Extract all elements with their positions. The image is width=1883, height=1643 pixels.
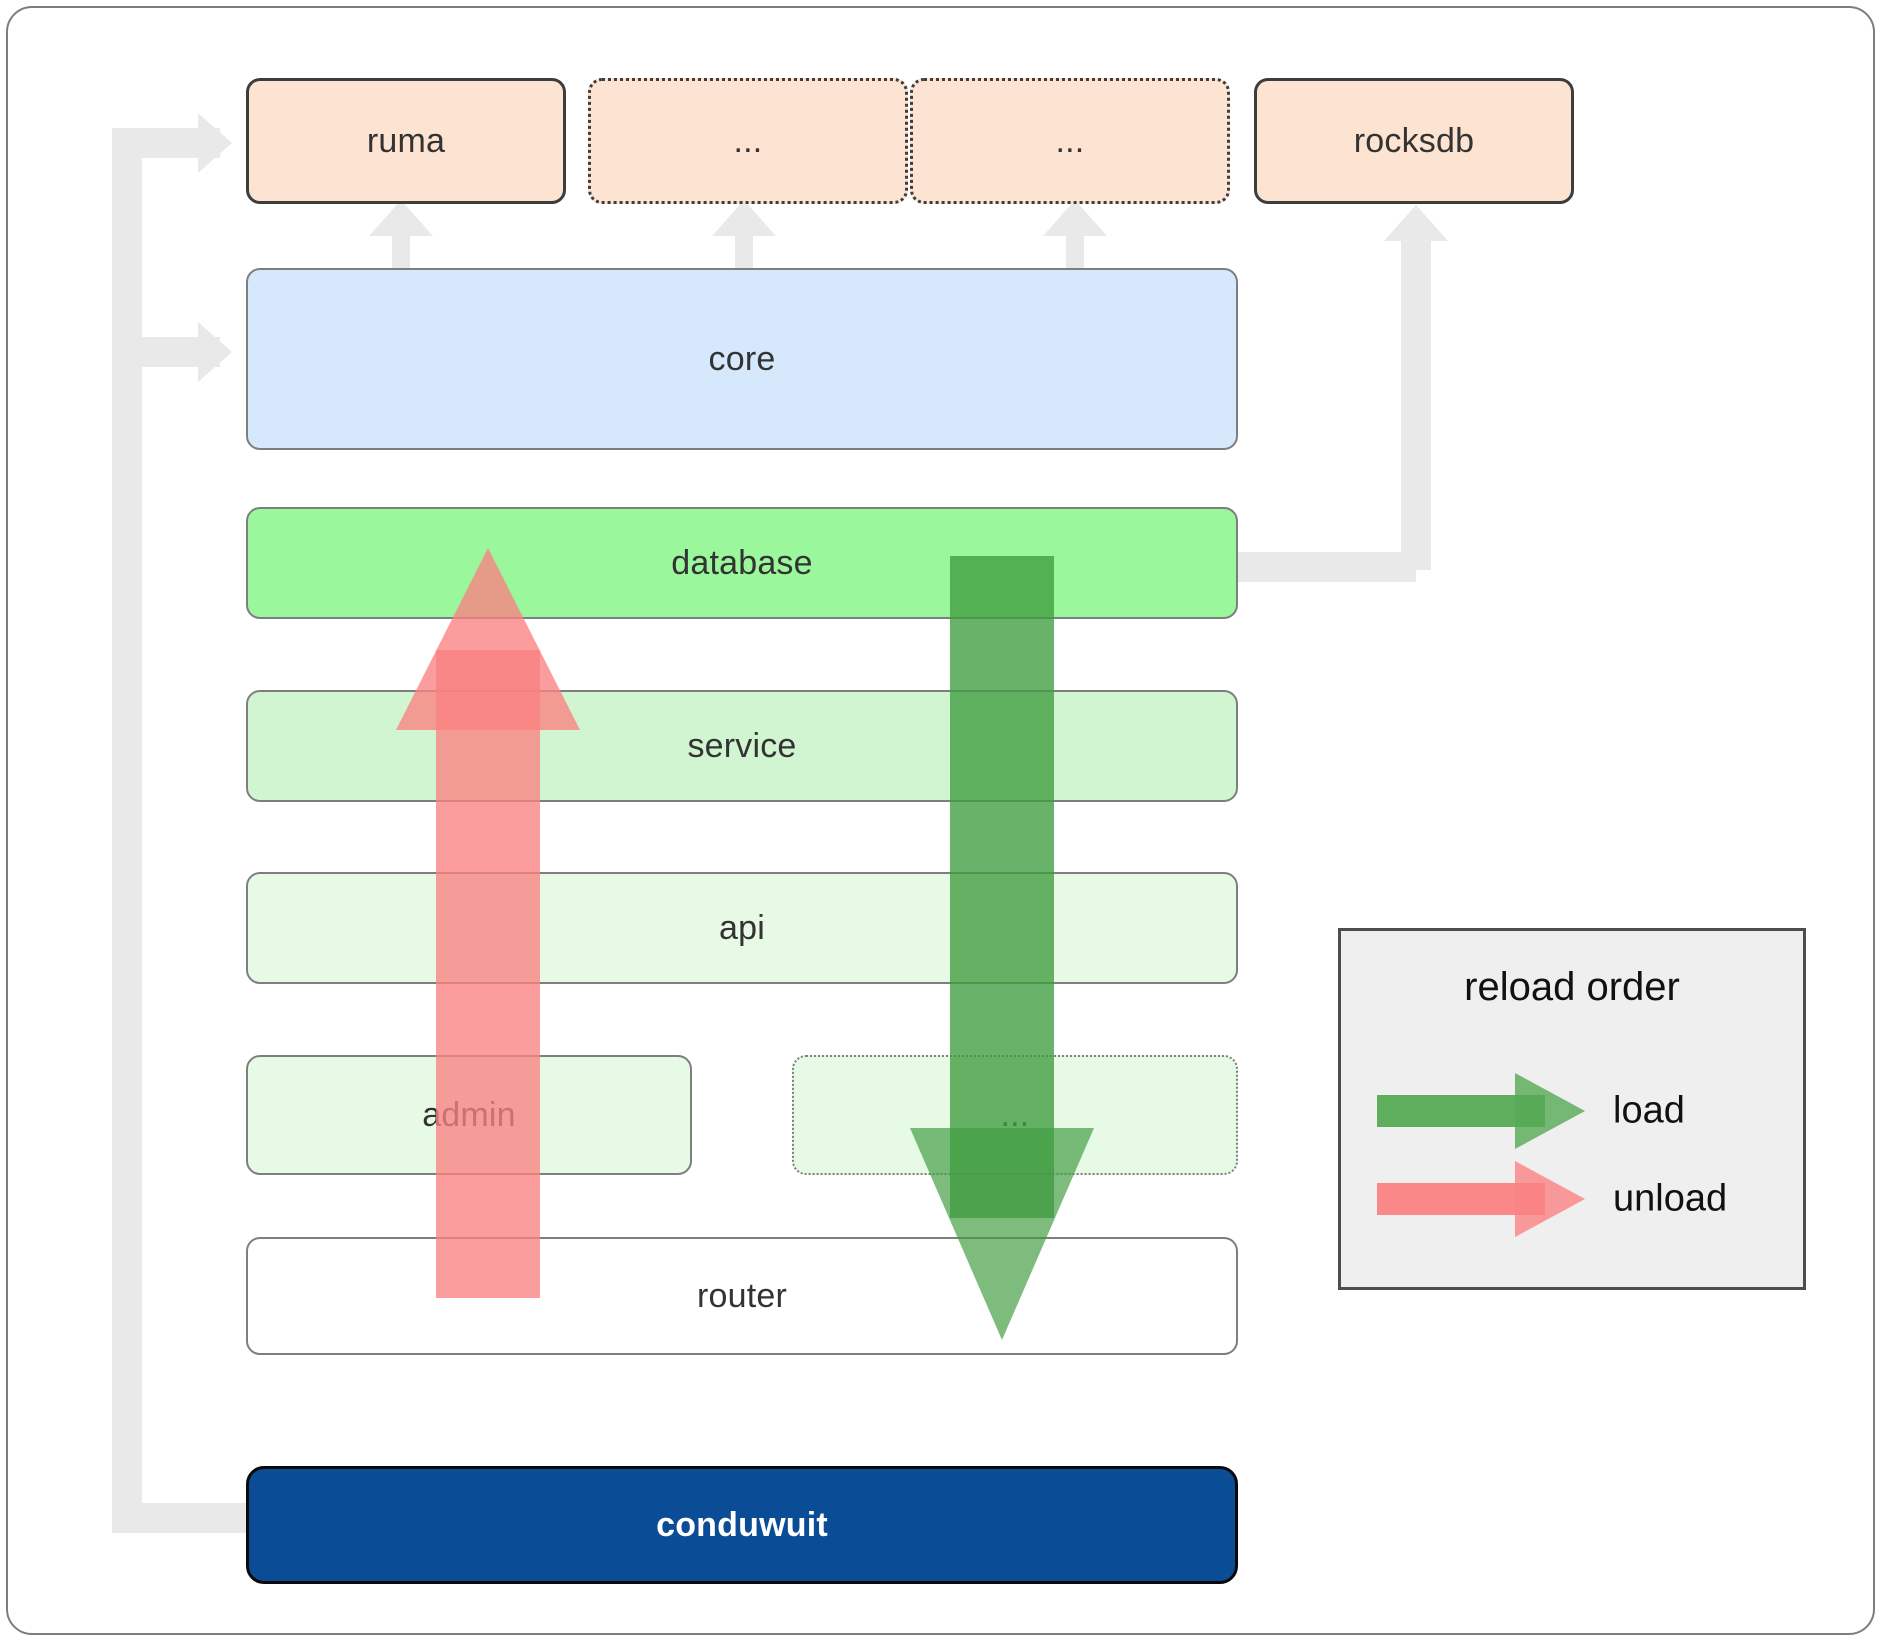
node-rocksdb[interactable]: rocksdb — [1254, 78, 1574, 204]
node-service-label: service — [687, 726, 797, 765]
node-rocksdb-label: rocksdb — [1353, 121, 1475, 160]
connector-core-to-dots2-stem — [1066, 228, 1084, 270]
unload-arrow-overlay — [388, 540, 588, 1320]
node-dots-top-1[interactable]: ... — [588, 78, 908, 204]
connector-database-to-rocksdb-h — [1236, 552, 1416, 582]
connector-database-to-rocksdb-v — [1401, 240, 1431, 570]
connector-core-to-ruma-stem — [392, 228, 410, 270]
load-arrow-overlay — [902, 556, 1102, 1348]
connector-core-to-dots1-head — [712, 200, 776, 236]
connector-arrowhead-rocksdb — [1384, 205, 1448, 241]
node-dots-top-2[interactable]: ... — [910, 78, 1230, 204]
node-core[interactable]: core — [246, 268, 1238, 450]
connector-core-to-dots2-head — [1043, 200, 1107, 236]
node-core-label: core — [708, 339, 776, 378]
node-router-label: router — [696, 1276, 788, 1315]
node-dots-top-1-label: ... — [733, 121, 763, 160]
load-arrow-icon — [1377, 1071, 1597, 1151]
legend-label-unload: unload — [1613, 1177, 1728, 1220]
connector-arrowhead-core — [198, 322, 232, 382]
legend-title: reload order — [1464, 965, 1680, 1009]
legend-item-load: load — [1341, 1071, 1803, 1151]
node-conduwuit[interactable]: conduwuit — [246, 1466, 1238, 1584]
node-ruma-label: ruma — [366, 121, 446, 160]
unload-arrow-icon — [1377, 1159, 1597, 1239]
connector-core-to-ruma-head — [369, 200, 433, 236]
node-conduwuit-label: conduwuit — [656, 1505, 828, 1544]
node-api-label: api — [719, 908, 765, 947]
node-router[interactable]: router — [246, 1237, 1238, 1355]
legend-label-load: load — [1613, 1089, 1685, 1132]
legend-panel: reload order load unload — [1338, 928, 1806, 1290]
connector-arrowhead-ruma — [198, 113, 232, 173]
node-ruma[interactable]: ruma — [246, 78, 566, 204]
node-database[interactable]: database — [246, 507, 1238, 619]
connector-core-to-dots1-stem — [735, 228, 753, 270]
node-database-label: database — [671, 543, 813, 582]
node-dots-top-2-label: ... — [1055, 121, 1085, 160]
node-api[interactable]: api — [246, 872, 1238, 984]
legend-item-unload: unload — [1341, 1159, 1803, 1239]
